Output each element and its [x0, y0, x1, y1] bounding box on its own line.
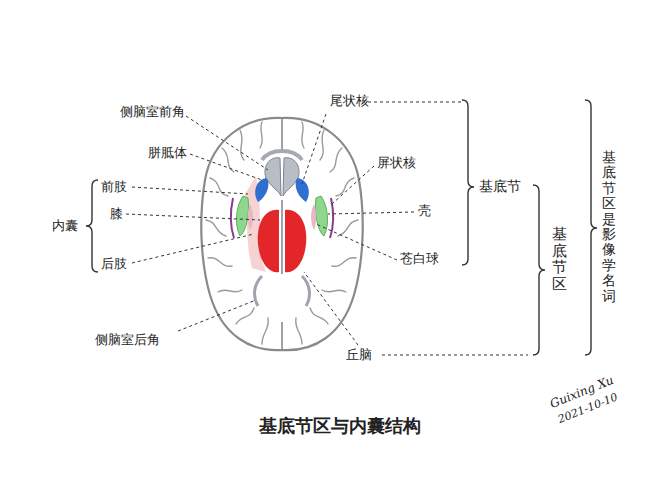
structure-label: 苍白球: [400, 251, 439, 267]
group-label: 基底节区: [552, 226, 567, 292]
structure-label: 尾状核: [330, 93, 369, 109]
structure-label: 侧脑室前角: [120, 104, 185, 120]
capsule-part-label: 前肢: [101, 179, 127, 195]
structure-label: 胼胝体: [148, 145, 187, 161]
structure-label: 屏状核: [377, 155, 416, 171]
group-label: 内囊: [52, 218, 78, 234]
capsule-part-label: 膝: [110, 206, 123, 222]
structure-label: 侧脑室后角: [95, 332, 160, 348]
note-label: 基底节区是影像学名词: [602, 150, 616, 304]
structure-label: 丘脑: [346, 347, 372, 363]
group-label: 基底节: [479, 178, 521, 195]
structure-label: 壳: [418, 203, 431, 219]
capsule-part-label: 后肢: [101, 256, 127, 272]
diagram-title: 基底节区与内囊结构: [259, 414, 421, 438]
